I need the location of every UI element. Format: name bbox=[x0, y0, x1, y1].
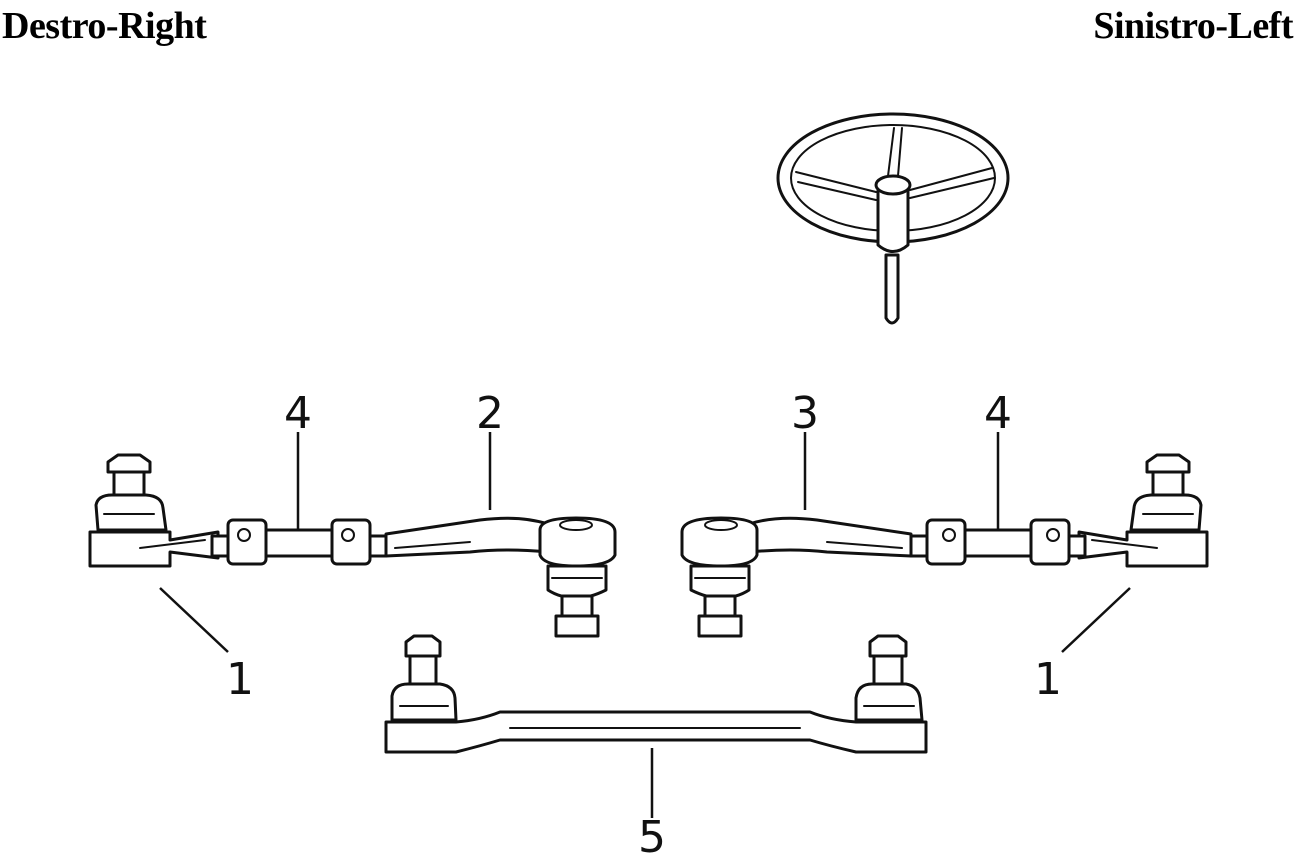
leader-lines bbox=[159, 432, 1131, 818]
callout-4-right: 4 bbox=[284, 388, 312, 439]
callout-1-right: 1 bbox=[226, 654, 254, 705]
callout-4-left: 4 bbox=[984, 388, 1012, 439]
adjusting-sleeve-left bbox=[909, 518, 1087, 566]
label-left-side: Sinistro-Left bbox=[1093, 5, 1293, 47]
tie-rod-assembly-right bbox=[88, 453, 617, 638]
outer-tie-rod-end-left bbox=[1077, 453, 1209, 568]
adjusting-sleeve-right bbox=[210, 518, 388, 566]
callout-1-left: 1 bbox=[1034, 654, 1062, 705]
tie-rod-assembly-left bbox=[680, 453, 1209, 638]
callout-5: 5 bbox=[638, 812, 666, 860]
outer-tie-rod-end-right bbox=[88, 453, 220, 568]
steering-wheel-icon bbox=[776, 112, 1010, 325]
label-right-side: Destro-Right bbox=[2, 5, 207, 47]
callout-3: 3 bbox=[791, 388, 819, 439]
center-tie-rod bbox=[384, 634, 928, 754]
inner-tie-rod-left bbox=[680, 516, 913, 638]
callout-2: 2 bbox=[476, 388, 504, 439]
inner-tie-rod-right bbox=[384, 516, 617, 638]
